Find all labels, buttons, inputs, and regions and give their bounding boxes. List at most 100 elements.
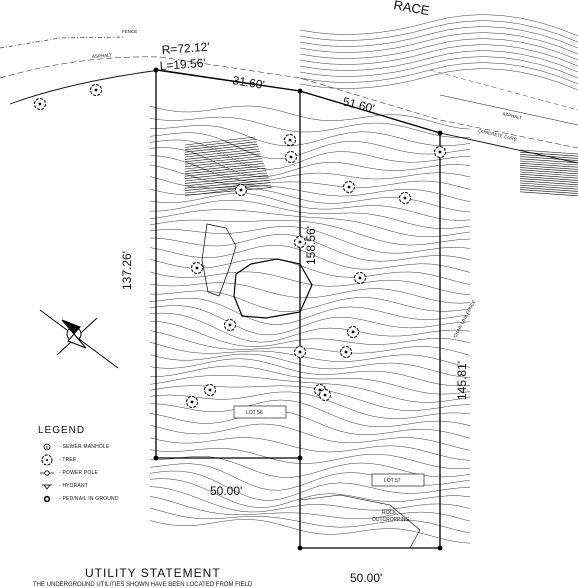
contour-line	[299, 68, 578, 91]
hatch-line	[519, 169, 578, 175]
hatch-line	[519, 189, 578, 194]
contour-line	[299, 38, 578, 61]
hatch-line	[184, 160, 264, 170]
hatch-line	[184, 155, 262, 165]
tree-marker	[224, 319, 236, 331]
sewer-manhole-icon: S	[38, 441, 56, 453]
utility-statement-title: UTILITY STATEMENT	[85, 566, 221, 580]
hatch-line	[519, 184, 578, 190]
power-pole-icon	[38, 467, 56, 479]
tree-marker	[294, 236, 306, 248]
hatch-line	[184, 182, 271, 191]
corner-marker	[437, 545, 443, 551]
contour-line	[149, 147, 471, 178]
contour-line	[149, 478, 471, 508]
hatch-line	[519, 182, 578, 188]
hatch-line	[184, 177, 269, 187]
contour-line	[149, 219, 471, 246]
tree-marker	[186, 396, 198, 408]
tree-marker	[285, 151, 297, 163]
legend-item-sewer-manhole: S - SEWER MANHOLE	[38, 440, 188, 453]
contour-line	[149, 341, 471, 368]
tree-marker	[284, 134, 296, 146]
lot-box-57	[371, 473, 425, 487]
corner-marker	[153, 455, 159, 461]
contour-line	[149, 282, 471, 304]
contour-line	[149, 226, 471, 254]
tree-marker	[204, 384, 216, 396]
hatch-line	[184, 165, 265, 175]
corner-marker	[297, 455, 303, 461]
hatch-line	[184, 143, 258, 153]
label-asphalt-east: ASPHALT	[502, 111, 523, 120]
asphalt-edge-east-2	[429, 69, 578, 111]
contour-line	[149, 244, 471, 273]
hatch-line	[519, 151, 578, 157]
contour-line	[149, 448, 471, 469]
contour-line	[299, 44, 578, 67]
tree-marker	[340, 346, 352, 358]
contour-line	[149, 496, 471, 522]
dimension-middle-line: 158.56'	[304, 226, 318, 265]
legend-item-tree: - TREE	[38, 453, 188, 466]
contour-line	[149, 353, 471, 378]
road-front-line	[9, 69, 578, 164]
contour-line	[149, 116, 471, 138]
curve-length: L=19.56'	[159, 56, 206, 73]
lot-box-56-label: LOT 56	[246, 410, 263, 416]
rock-outcrop	[201, 223, 421, 549]
street-name-fragment: RACE	[392, 0, 430, 18]
tree-marker	[354, 272, 366, 284]
hatch-line	[184, 153, 261, 163]
hatch-line	[519, 154, 578, 159]
contour-line	[149, 391, 471, 419]
contour-line	[149, 312, 471, 343]
road-back-line	[0, 56, 578, 149]
legend-item-power-pole: - POWER POLE	[38, 466, 188, 479]
contour-line	[149, 209, 471, 238]
contour-line	[299, 62, 578, 85]
legend-label: - TREE	[59, 456, 77, 463]
label-outcropping: OUTCROPPING	[372, 517, 409, 523]
tree-markers	[34, 84, 446, 408]
legend-title: LEGEND	[38, 425, 86, 436]
hatch-line	[184, 151, 260, 160]
contour-line	[149, 234, 471, 262]
contour-line	[149, 176, 471, 202]
legend-label: - SEWER MANHOLE	[59, 443, 110, 450]
hydrant-icon	[38, 480, 56, 492]
contour-line	[149, 437, 471, 461]
utility-statement-text: THE UNDERGROUND UTILITIES SHOWN HAVE BEE…	[33, 582, 253, 588]
contour-line	[150, 290, 471, 312]
hatch-line	[184, 167, 266, 177]
tree-marker	[343, 181, 355, 193]
hatch-line	[184, 146, 259, 155]
tree-marker	[34, 98, 46, 110]
tree-marker	[90, 84, 102, 96]
legend-item-hydrant: - HYDRANT	[38, 479, 188, 492]
contour-line	[299, 14, 578, 37]
contour-line	[299, 56, 578, 79]
contour-line	[149, 105, 471, 130]
contour-line	[299, 20, 578, 43]
contour-line	[149, 399, 471, 428]
label-rock: ROCK	[382, 510, 397, 516]
label-fence: FENCE	[122, 29, 137, 34]
lot-box-56	[233, 405, 287, 419]
contour-line	[149, 519, 471, 544]
fence-line	[0, 36, 126, 49]
dimension-east-side: 145.81'	[455, 361, 469, 400]
dimension-west-side: 137.26'	[120, 251, 134, 290]
hatch-line	[519, 162, 578, 168]
contour-line	[149, 385, 471, 411]
legend-item-ped-nail: - PED/NAIL IN GROUND	[38, 492, 188, 505]
hatch-line	[519, 149, 578, 155]
contour-line	[149, 320, 471, 347]
legend: LEGEND S - SEWER MANHOLE - TREE - POWER …	[38, 425, 188, 505]
contour-line	[149, 193, 471, 221]
contour-line	[149, 410, 471, 439]
hatch-line	[184, 163, 264, 172]
hatch-line	[184, 172, 268, 182]
svg-text:S: S	[45, 444, 48, 449]
